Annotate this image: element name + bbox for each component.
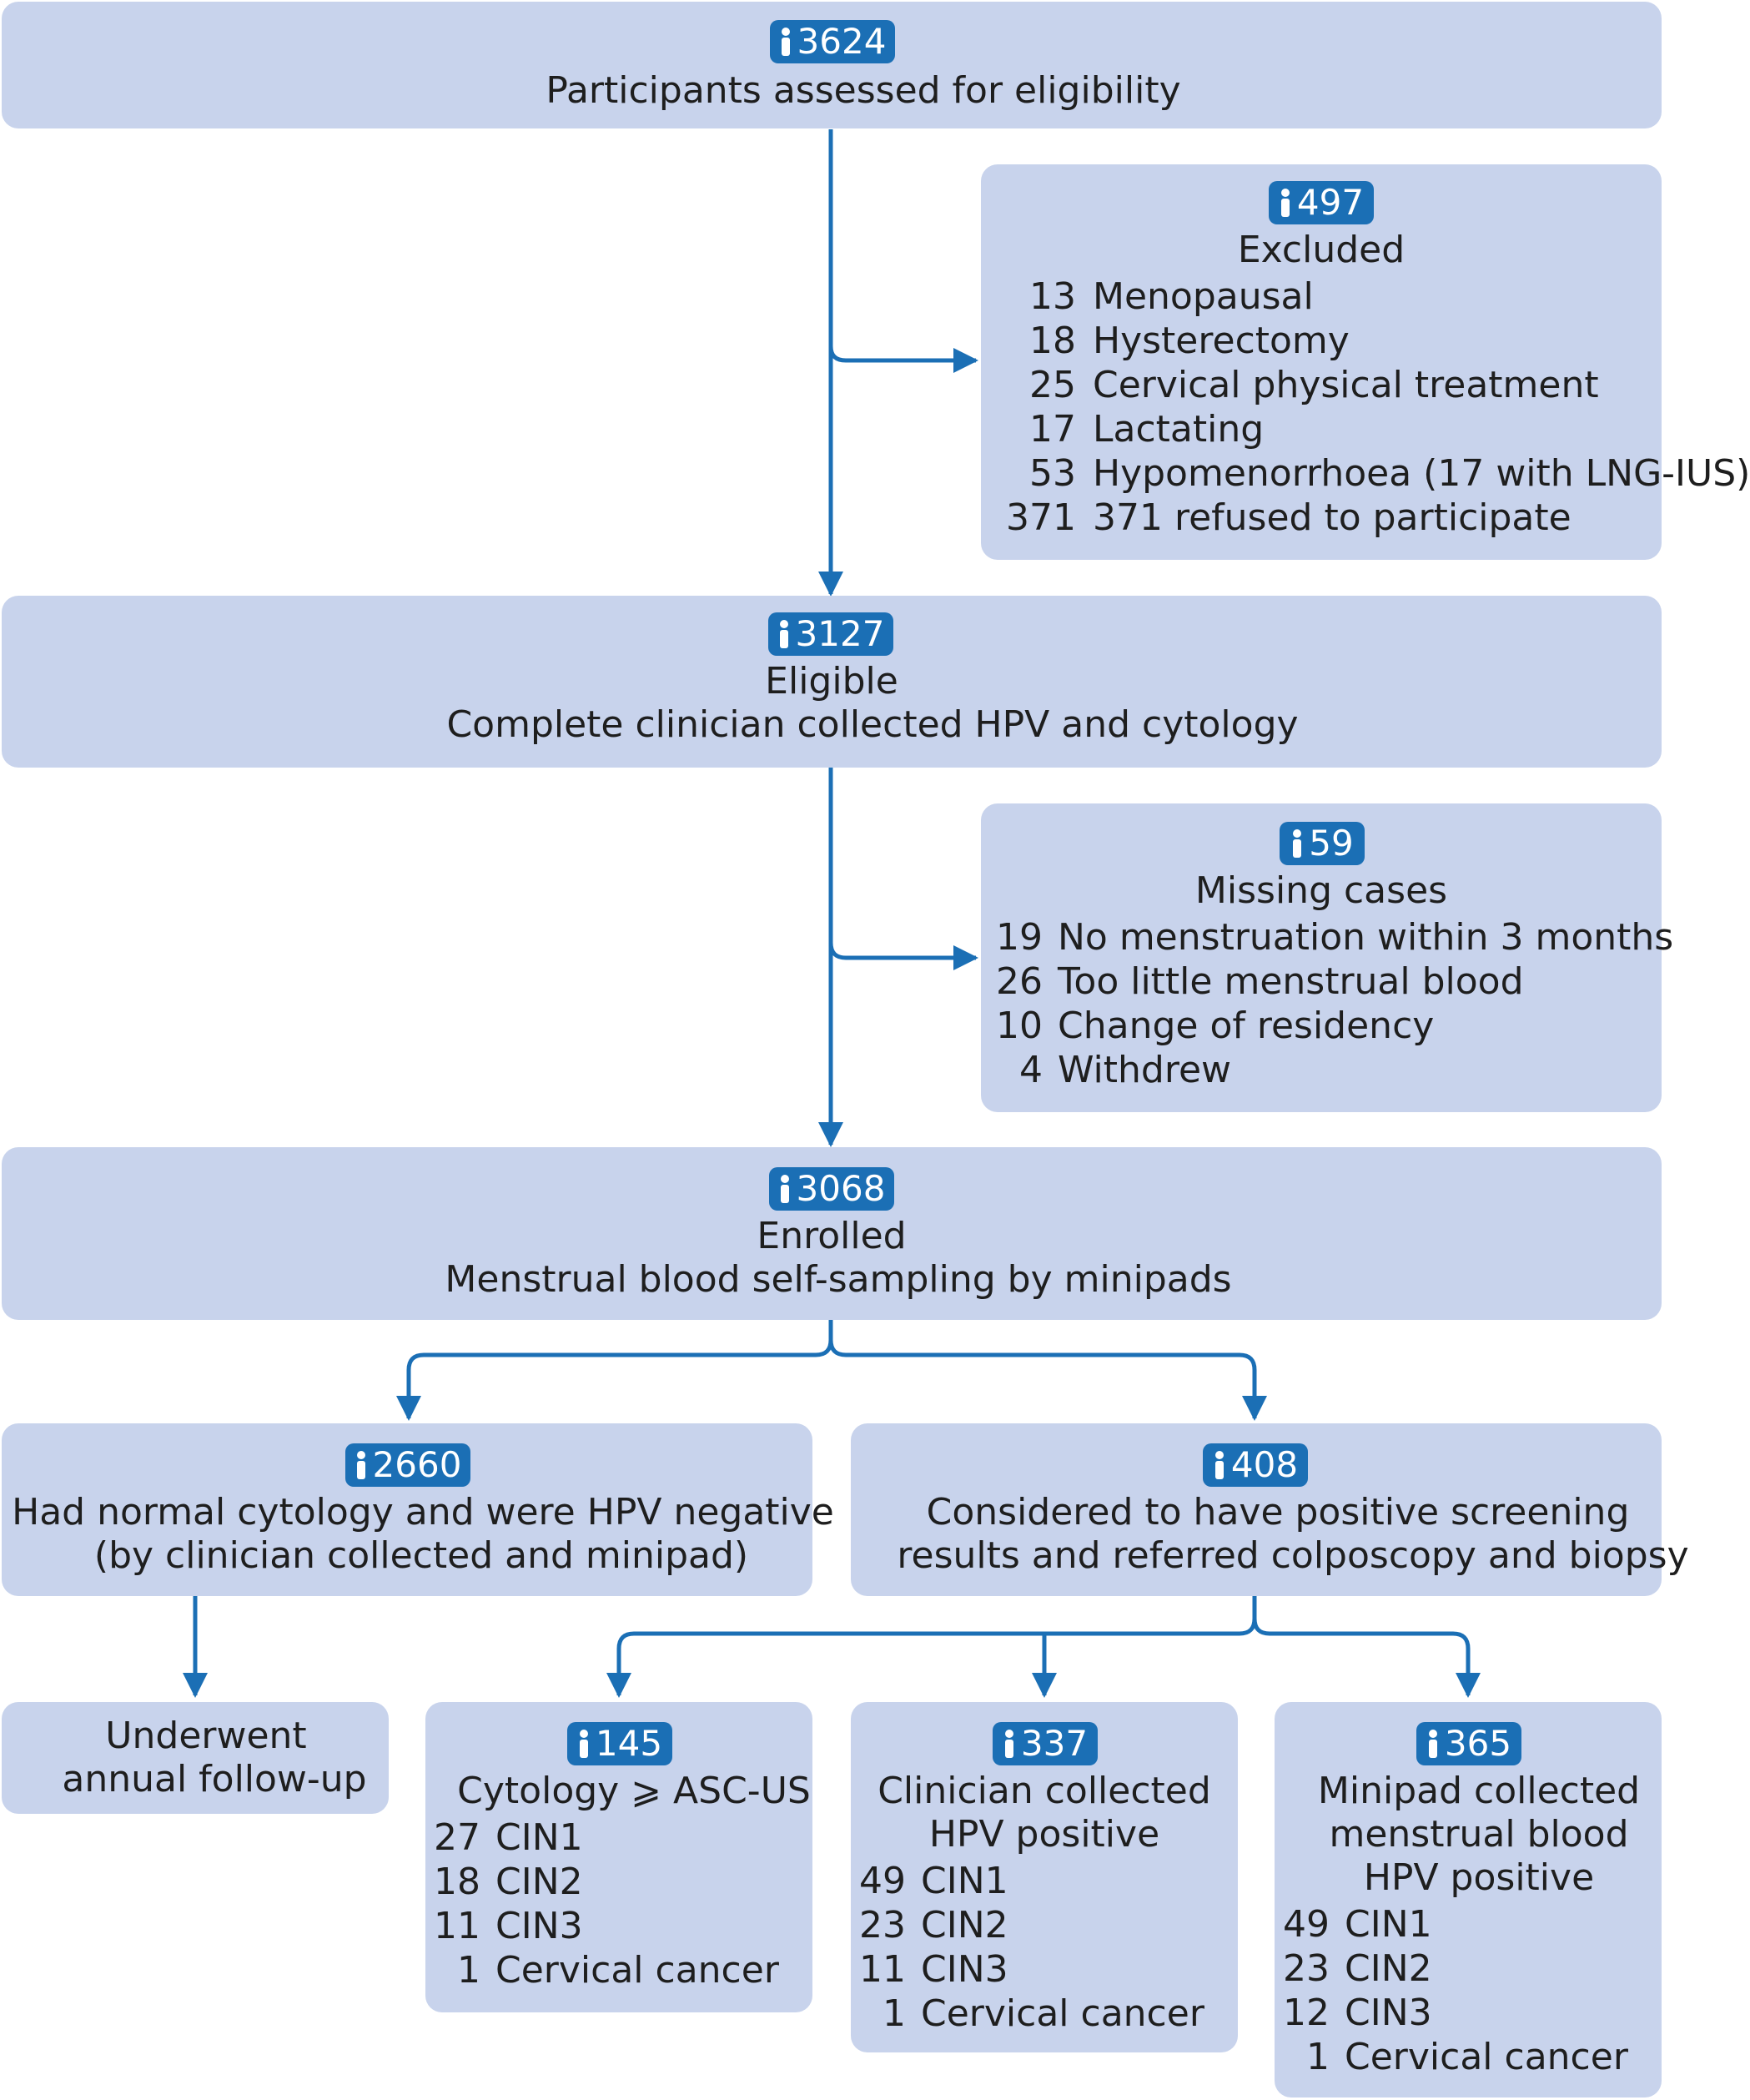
count-value: 337 <box>1020 1723 1089 1764</box>
count-badge: 2660 <box>345 1443 470 1487</box>
count-badge: 408 <box>1203 1443 1308 1487</box>
box-title: HPV positive <box>1363 1856 1595 1899</box>
box-text: (by clinician collected and minipad) <box>93 1534 749 1577</box>
box-subtitle: Menstrual blood self-sampling by minipad… <box>445 1258 1232 1301</box>
box-title: Excluded <box>1237 229 1406 271</box>
box-title: Cytology ⩾ ASC-US <box>457 1770 811 1812</box>
box-title: Missing cases <box>1194 869 1448 912</box>
person-icon <box>1214 1451 1224 1479</box>
box-title: Participants assessed for eligibility <box>546 69 1181 112</box>
count-badge: 3127 <box>768 612 893 656</box>
count-value: 3127 <box>795 613 885 654</box>
count-value: 497 <box>1296 182 1365 223</box>
box-title: Enrolled <box>757 1215 907 1257</box>
arrow-to-excluded <box>828 345 978 373</box>
count-value: 408 <box>1230 1444 1299 1485</box>
count-value: 59 <box>1309 823 1354 864</box>
positive-box: 408 Considered to have positive screenin… <box>851 1423 1689 1596</box>
arrow-enrolled-to-positive <box>828 1339 1267 1421</box>
arrow-positive-to-cytology <box>606 1596 1257 1698</box>
box-text: Underwent <box>105 1715 307 1757</box>
count-badge: 59 <box>1280 822 1365 865</box>
assessed-box: 3624 Participants assessed for eligibili… <box>2 2 1662 128</box>
count-value: 2660 <box>372 1444 462 1485</box>
box-title: Eligible <box>765 660 898 703</box>
enrolled-box: 3068 Enrolled Menstrual blood self-sampl… <box>2 1147 1662 1320</box>
person-icon <box>781 28 790 56</box>
count-value: 365 <box>1444 1723 1512 1764</box>
box-title: Clinician collected <box>878 1770 1211 1812</box>
count-value: 145 <box>595 1723 663 1764</box>
box-text: annual follow-up <box>62 1758 367 1800</box>
person-icon <box>780 1175 789 1203</box>
count-badge: 337 <box>993 1722 1098 1765</box>
person-icon <box>1004 1730 1013 1758</box>
count-badge: 497 <box>1269 181 1374 224</box>
box-title: Minipad collected <box>1317 1770 1641 1812</box>
person-icon <box>579 1730 588 1758</box>
person-icon <box>1280 189 1290 217</box>
person-icon <box>779 620 788 648</box>
person-icon <box>356 1451 365 1479</box>
count-badge: 145 <box>567 1722 672 1765</box>
box-title: menstrual blood <box>1329 1813 1629 1856</box>
arrow-positive-to-minipad <box>1252 1618 1481 1698</box>
arrow-to-missing <box>828 942 978 970</box>
box-text: Had normal cytology and were HPV negativ… <box>12 1491 834 1533</box>
person-icon <box>1428 1730 1437 1758</box>
box-text: Considered to have positive screening <box>926 1491 1630 1533</box>
count-badge: 3624 <box>770 20 895 63</box>
eligible-box: 3127 Eligible Complete clinician collect… <box>2 596 1662 768</box>
count-value: 3068 <box>796 1168 886 1209</box>
count-badge: 3068 <box>769 1167 894 1211</box>
arrow-enrolled-to-negative <box>396 1320 833 1421</box>
box-subtitle: Complete clinician collected HPV and cyt… <box>446 703 1299 746</box>
minipad-box: 365 Minipad collected menstrual blood HP… <box>1275 1702 1662 2097</box>
box-title: HPV positive <box>928 1813 1160 1856</box>
count-value: 3624 <box>797 21 887 62</box>
count-badge: 365 <box>1416 1722 1521 1765</box>
followup-box: Underwent annual follow-up <box>2 1702 389 1814</box>
box-text: results and referred colposcopy and biop… <box>897 1534 1689 1577</box>
person-icon <box>1293 829 1302 858</box>
negative-box: 2660 Had normal cytology and were HPV ne… <box>2 1423 834 1596</box>
